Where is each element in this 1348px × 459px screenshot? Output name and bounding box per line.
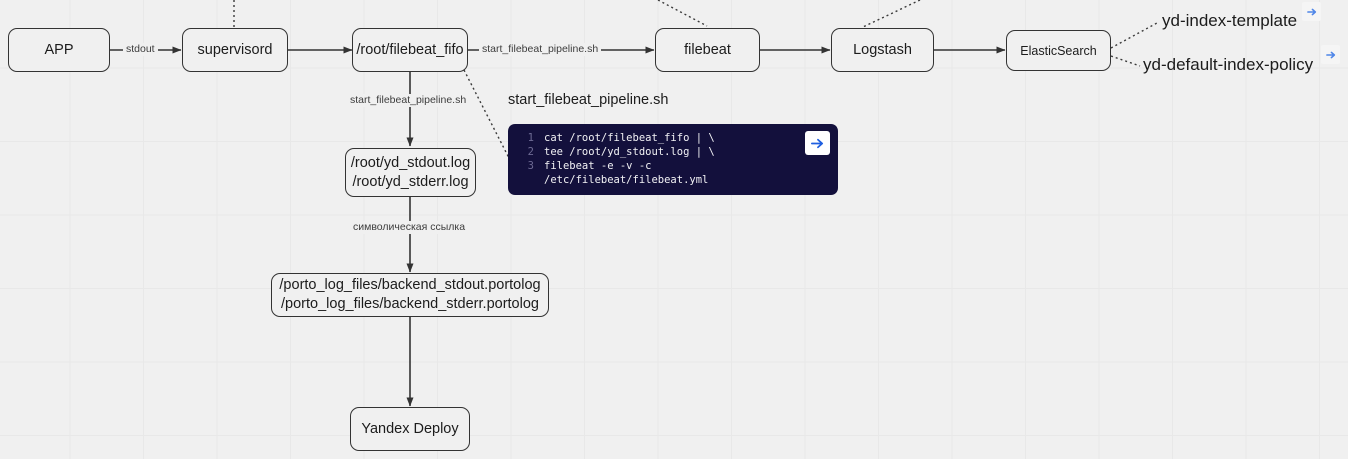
dotted-annotation-logstash [862, 0, 921, 28]
node-yd-stderr-log-label: /root/yd_stderr.log [352, 173, 469, 190]
edge-label-pipeline-to-logs: start_filebeat_pipeline.sh [347, 94, 470, 107]
edge-label-symlink: символическая ссылка [350, 221, 469, 234]
node-app[interactable]: APP [8, 28, 110, 72]
code-line-number: 1 [527, 132, 534, 144]
edge-label-stdout: stdout [123, 43, 158, 56]
node-backend-stdout-portolog-label: /porto_log_files/backend_stdout.portolog [279, 277, 541, 294]
node-elasticsearch-label: ElasticSearch [1020, 43, 1097, 58]
external-link-arrow-glyph [1306, 8, 1316, 15]
dotted-annotation-index-policy [1110, 55, 1141, 67]
code-line: 3 filebeat -e -v -c [508, 159, 838, 173]
external-link-arrow-icon[interactable] [1321, 45, 1340, 64]
node-filebeat-fifo-label: /root/filebeat_fifo [356, 41, 464, 58]
code-line-wrapped: /etc/filebeat/filebeat.yml [508, 173, 838, 187]
node-supervisord-label: supervisord [197, 41, 273, 58]
node-supervisord[interactable]: supervisord [182, 28, 288, 72]
node-yandex-deploy[interactable]: Yandex Deploy [350, 407, 470, 451]
code-line-text: /etc/filebeat/filebeat.yml [544, 174, 709, 186]
node-app-label: APP [44, 41, 74, 58]
node-logstash-label: Logstash [853, 41, 912, 58]
dotted-annotation-index-template [1110, 22, 1158, 49]
code-line-text: cat /root/filebeat_fifo | \ [544, 132, 715, 144]
node-portolog-files[interactable]: /porto_log_files/backend_stdout.portolog… [271, 273, 549, 317]
external-link-label-index-policy[interactable]: yd-default-index-policy [1143, 55, 1314, 74]
code-line-text: filebeat -e -v -c [544, 160, 652, 172]
node-logstash[interactable]: Logstash [831, 28, 934, 72]
external-link-arrow-icon[interactable] [1302, 2, 1321, 21]
code-line: 1 cat /root/filebeat_fifo | \ [508, 131, 838, 145]
code-lines: 1 cat /root/filebeat_fifo | \ 2 tee /roo… [508, 131, 838, 187]
node-filebeat-label: filebeat [684, 41, 731, 58]
code-block-title: start_filebeat_pipeline.sh [508, 92, 669, 108]
code-block[interactable]: 1 cat /root/filebeat_fifo | \ 2 tee /roo… [508, 124, 838, 195]
edge-label-pipeline-to-filebeat: start_filebeat_pipeline.sh [479, 43, 602, 56]
code-line: 2 tee /root/yd_stdout.log | \ [508, 145, 838, 159]
node-backend-stderr-portolog-label: /porto_log_files/backend_stderr.portolog [281, 296, 539, 312]
node-yd-stdout-log-label: /root/yd_stdout.log [350, 154, 471, 171]
node-filebeat-fifo[interactable]: /root/filebeat_fifo [352, 28, 468, 72]
arrow-right-icon[interactable] [805, 131, 830, 155]
dotted-annotation-code-block [463, 69, 511, 161]
node-yandex-deploy-label: Yandex Deploy [361, 420, 459, 437]
code-line-number: 3 [527, 160, 534, 172]
node-filebeat[interactable]: filebeat [655, 28, 760, 72]
dotted-annotation-filebeat [657, 0, 708, 27]
node-yd-logs[interactable]: /root/yd_stdout.log /root/yd_stderr.log [345, 148, 476, 197]
arrow-right-glyph [810, 138, 824, 148]
code-line-number: 2 [527, 146, 534, 158]
node-elasticsearch[interactable]: ElasticSearch [1006, 30, 1111, 71]
code-line-text: tee /root/yd_stdout.log | \ [544, 146, 715, 158]
code-line-number [508, 173, 544, 187]
external-link-label-index-template[interactable]: yd-index-template [1162, 11, 1298, 30]
external-link-arrow-glyph [1325, 51, 1335, 58]
